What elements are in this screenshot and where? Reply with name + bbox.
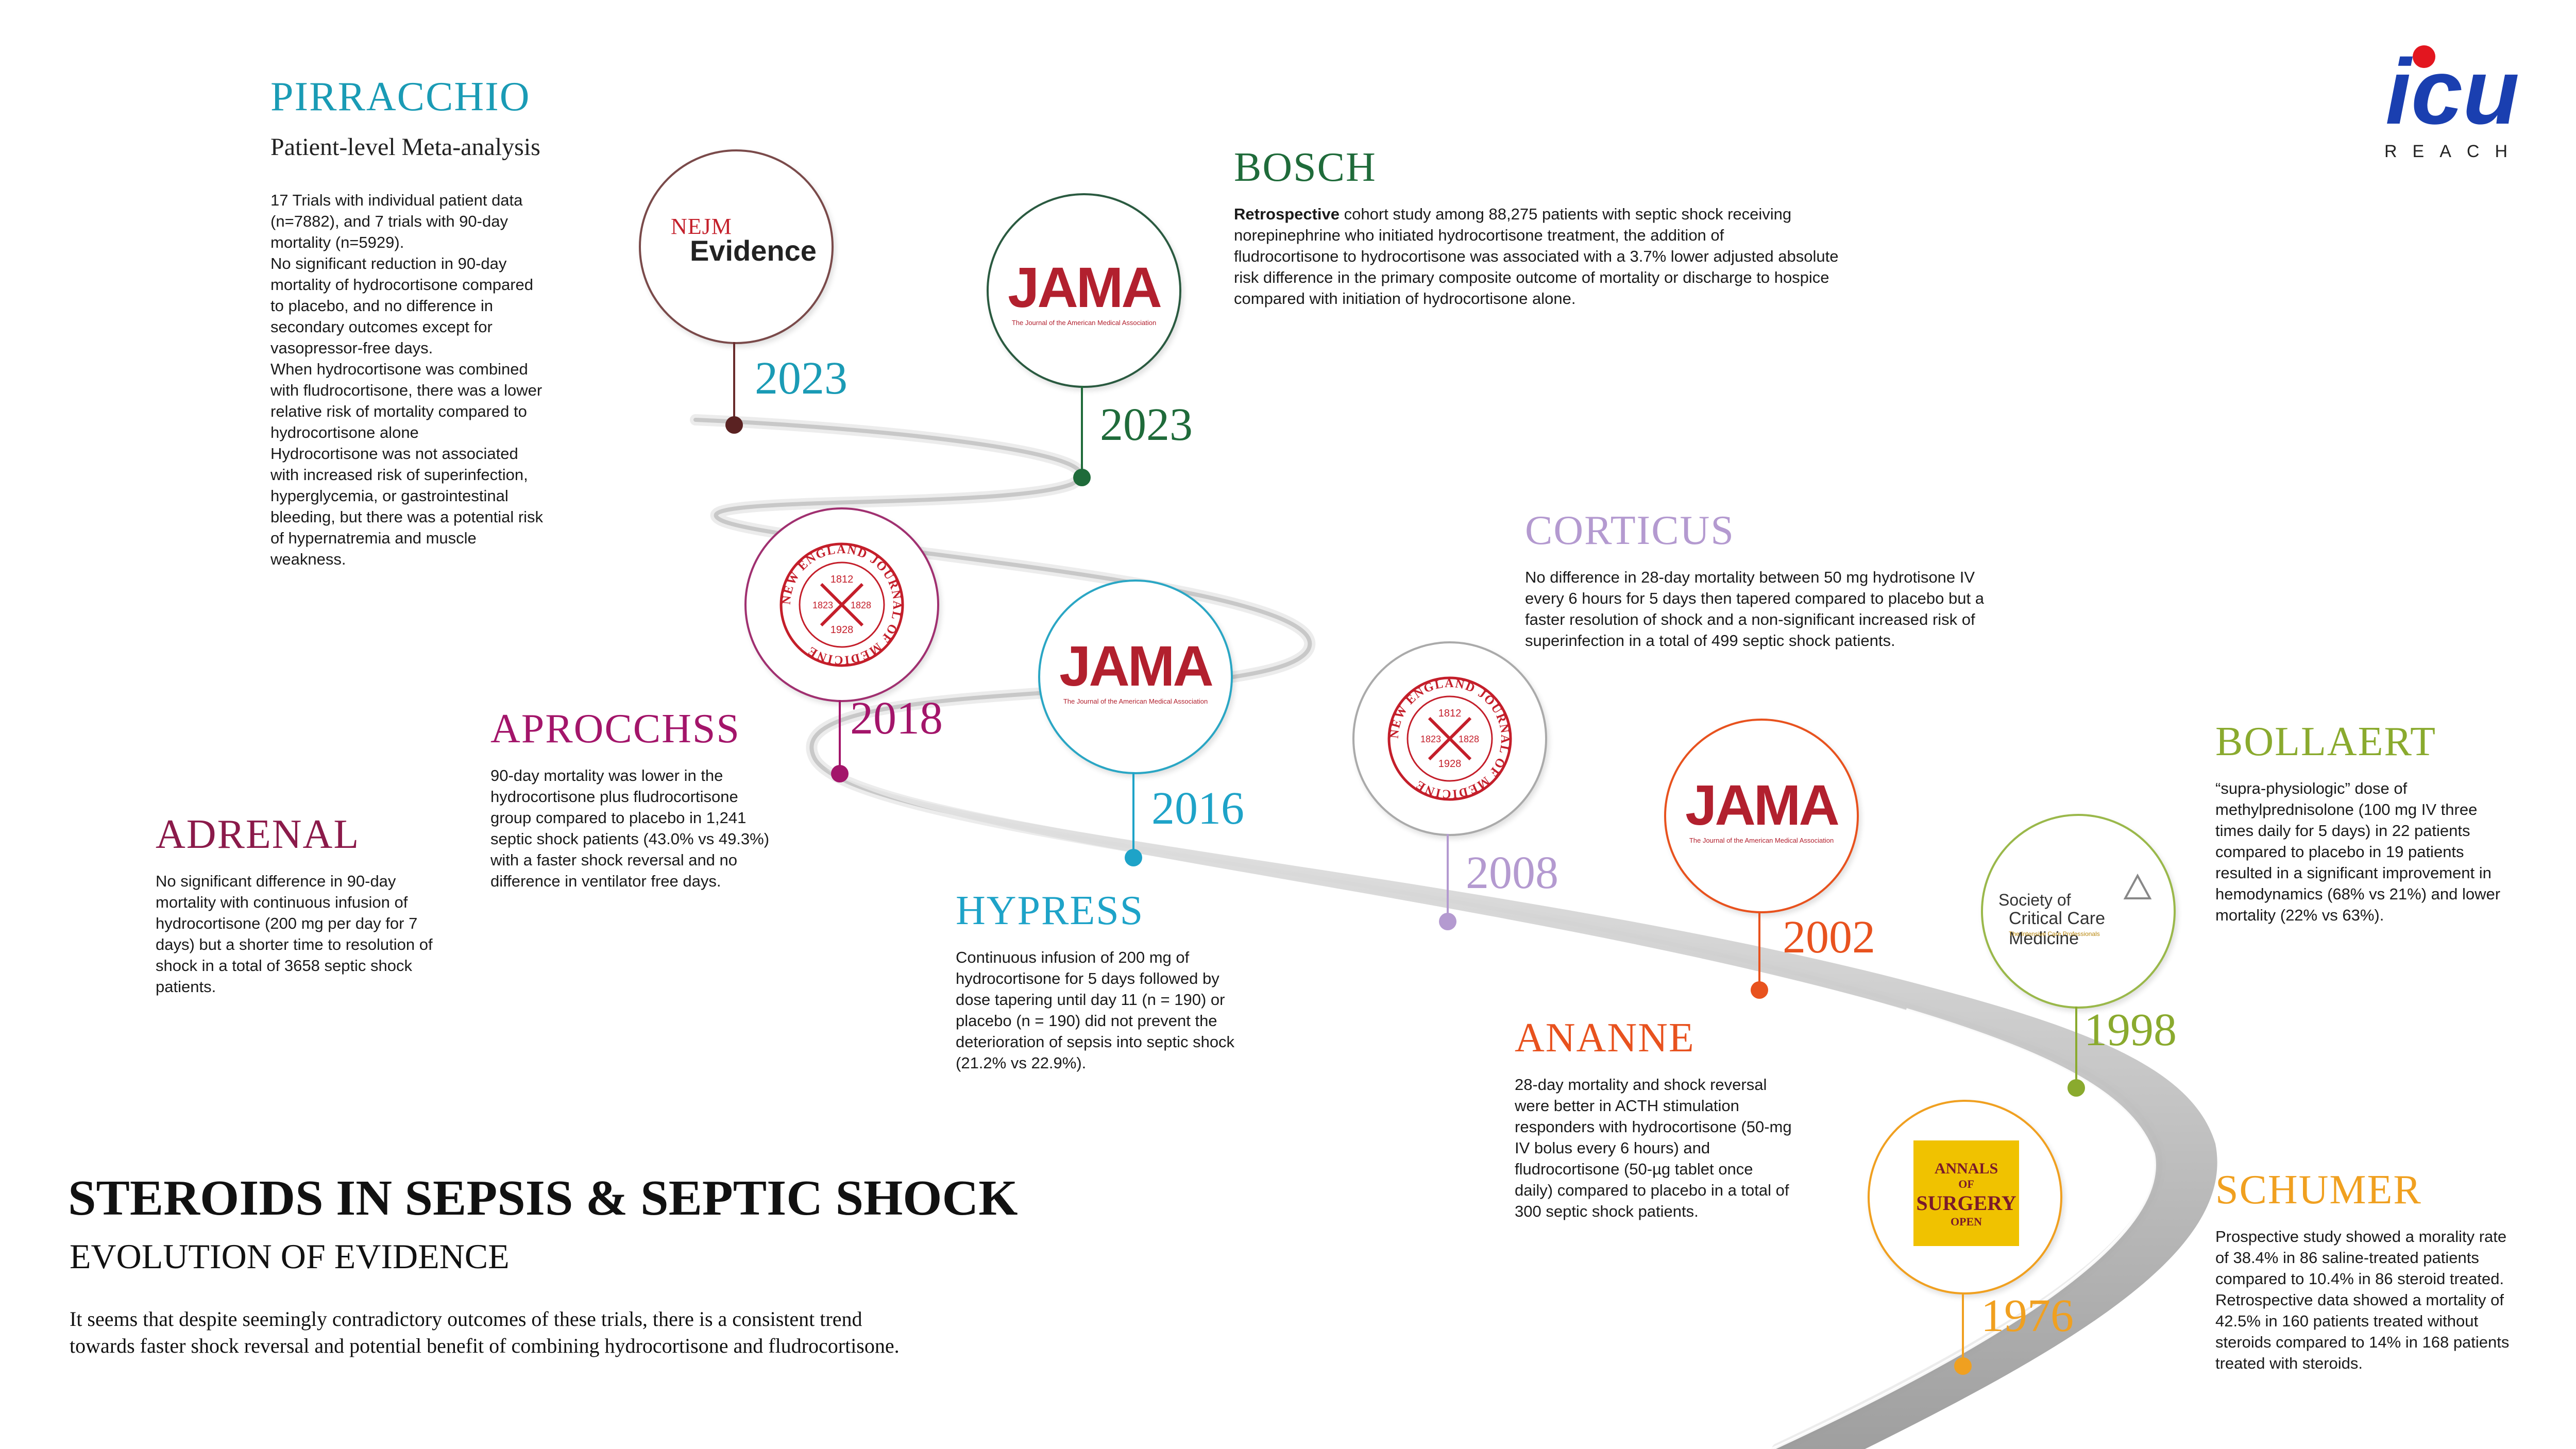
nejm-seal-icon: NEW ENGLAND JOURNAL OF MEDICINE 1812 182… [1387,676,1512,801]
pirracchio-year: 2023 [755,353,848,404]
bollaert-name: BOLLAERT [2215,719,2436,764]
hypress-stem [1132,772,1134,855]
seal-year-1: 1812 [831,574,854,585]
nejm-text: NEJM [671,214,732,239]
pirracchio-subtitle: Patient-level Meta-analysis [270,133,540,161]
schumer-desc: Prospective study showed a morality rate… [2215,1228,2510,1372]
bosch-jama-sub: The Journal of the American Medical Asso… [1011,319,1157,327]
pirracchio-desc: 17 Trials with individual patient data (… [270,191,544,568]
ananne-stem [1758,911,1760,988]
hypress-dot [1125,849,1142,866]
corticus-desc: No difference in 28-day mortality betwee… [1525,568,1984,650]
seal-year-2: 1823 [812,600,833,610]
bosch-desc: Retrospective cohort study among 88,275 … [1234,203,1955,309]
icu-reach-logo: icu REACH [2375,31,2545,165]
nejm-seal-icon: NEW ENGLAND JOURNAL OF MEDICINE 1812 182… [779,542,904,667]
aprocchss-year: 2018 [850,693,943,744]
bosch-desc-text: cohort study among 88,275 patients with … [1234,205,1839,308]
bollaert-journal-circle: Society of Critical Care Medicine The In… [1981,814,2176,1009]
hypress-year: 2016 [1151,783,1244,834]
annals-line4: OPEN [1950,1215,1982,1228]
annals-line3: SURGERY [1916,1191,2016,1215]
sccm-line1: Society of [1998,891,2071,909]
ananne-jama-sub: The Journal of the American Medical Asso… [1689,837,1834,844]
schumer-year: 1976 [1981,1290,2074,1341]
corticus-year: 2008 [1466,847,1558,898]
annals-line1: ANNALS [1934,1160,1998,1177]
seal-year-4: 1928 [831,624,854,636]
hypress-desc: Continuous infusion of 200 mg of hydroco… [956,948,1235,1072]
bosch-name: BOSCH [1234,145,1377,190]
aprocchss-name: APROCCHSS [490,706,740,752]
sccm-line2: Critical Care Medicine [2009,909,2106,948]
annals-logo: ANNALS OF SURGERY OPEN [1913,1140,2019,1246]
schumer-name: SCHUMER [2215,1167,2422,1213]
schumer-stem [1962,1292,1964,1365]
sccm-line3: The Intensive Care Professionals [2009,930,2100,937]
schumer-journal-circle: ANNALS OF SURGERY OPEN [1868,1100,2062,1294]
pirracchio-dot [725,416,743,434]
bollaert-dot [2067,1079,2085,1097]
seal-year-4: 1928 [1438,758,1462,770]
corticus-dot [1439,913,1456,930]
logo-sub: REACH [2384,142,2523,161]
seal-year-3: 1828 [851,600,871,610]
pirracchio-name: PIRRACCHIO [270,74,531,120]
ananne-desc: 28-day mortality and shock reversal were… [1515,1076,1792,1220]
ananne-jama-text: JAMA [1685,774,1840,837]
ananne-dot [1751,981,1768,999]
bosch-stem [1081,386,1083,474]
bosch-year: 2023 [1100,399,1193,450]
logo-text: icu [2385,40,2519,144]
bollaert-stem [2075,1007,2077,1086]
pirracchio-journal-circle: NEJM Evidence [639,149,834,344]
seal-year-2: 1823 [1420,734,1441,744]
bosch-dot [1073,469,1091,486]
aprocchss-dot [831,765,849,782]
page-subtitle: EVOLUTION OF EVIDENCE [70,1237,510,1276]
adrenal-desc: No significant difference in 90-day mort… [156,872,433,996]
hypress-journal-circle: JAMA The Journal of the American Medical… [1038,579,1233,774]
corticus-name: CORTICUS [1525,508,1735,553]
evidence-text: Evidence [690,234,817,267]
ananne-year: 2002 [1783,912,1875,963]
page-summary: It seems that despite seemingly contradi… [70,1307,900,1357]
sccm-mark-icon [2123,873,2152,899]
bosch-journal-circle: JAMA The Journal of the American Medical… [987,193,1181,388]
bosch-jama-text: JAMA [1008,256,1162,319]
schumer-dot [1954,1357,1972,1375]
bosch-desc-bold: Retrospective [1234,205,1340,223]
logo-mark: icu REACH [2384,40,2523,161]
seal-year-3: 1828 [1459,734,1479,744]
pirracchio-stem [733,342,735,423]
ananne-name: ANANNE [1515,1015,1695,1061]
ananne-journal-circle: JAMA The Journal of the American Medical… [1664,719,1859,913]
hypress-jama-sub: The Journal of the American Medical Asso… [1063,697,1208,705]
aprocchss-journal-circle: NEW ENGLAND JOURNAL OF MEDICINE 1812 182… [744,507,939,702]
page-title: STEROIDS IN SEPSIS & SEPTIC SHOCK [68,1170,1018,1226]
adrenal-name: ADRENAL [156,812,360,857]
annals-line2: OF [1958,1178,1974,1190]
corticus-journal-circle: NEW ENGLAND JOURNAL OF MEDICINE 1812 182… [1352,641,1547,836]
hypress-name: HYPRESS [956,888,1144,933]
aprocchss-desc: 90-day mortality was lower in the hydroc… [490,766,770,890]
hypress-jama-text: JAMA [1059,635,1214,698]
aprocchss-stem [839,700,841,770]
seal-year-1: 1812 [1438,708,1462,719]
bollaert-year: 1998 [2084,1004,2177,1055]
bollaert-desc: “supra-physiologic” dose of methylpredni… [2215,779,2501,924]
corticus-stem [1447,834,1449,919]
